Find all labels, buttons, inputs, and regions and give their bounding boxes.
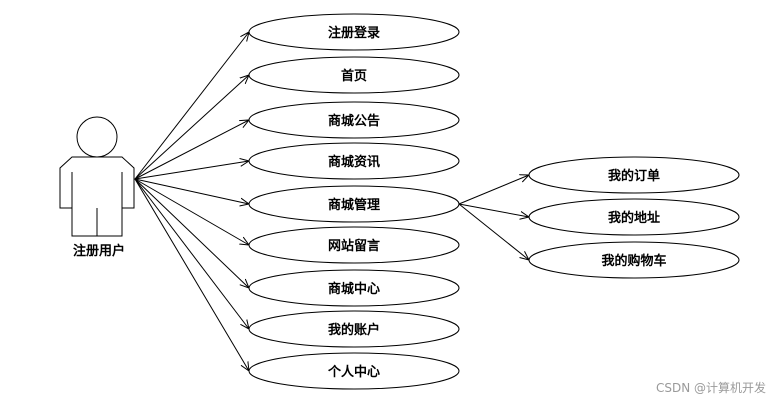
actor-label: 注册用户 <box>73 243 125 259</box>
use-case-2: 首页 <box>248 56 460 94</box>
use-case-5-label: 商城管理 <box>328 197 380 213</box>
sub-use-case-2-shape <box>528 198 740 236</box>
use-case-6-label: 网站留言 <box>328 238 380 254</box>
use-case-3: 商城公告 <box>248 101 460 139</box>
use-case-4-label: 商城资讯 <box>328 154 380 170</box>
sub-use-case-2-label: 我的地址 <box>608 210 660 226</box>
association-arrow-3 <box>134 120 249 180</box>
association-arrow-4 <box>134 161 249 180</box>
use-case-8-shape <box>248 310 460 348</box>
use-case-3-shape <box>248 101 460 139</box>
extend-arrow-3 <box>458 203 529 260</box>
use-case-6: 网站留言 <box>248 226 460 264</box>
use-case-5-shape <box>248 185 460 223</box>
use-case-4-shape <box>248 142 460 180</box>
watermark: CSDN @计算机开发 <box>656 380 766 395</box>
associations <box>134 32 529 371</box>
use-case-7-label: 商城中心 <box>328 281 380 297</box>
use-case-8-label: 我的账户 <box>328 322 380 338</box>
sub-use-case-1: 我的订单 <box>528 156 740 194</box>
sub-use-case-2: 我的地址 <box>528 198 740 236</box>
use-case-1-label: 注册登录 <box>328 25 380 41</box>
actor-head <box>76 116 118 158</box>
use-case-8: 我的账户 <box>248 310 460 348</box>
association-arrow-8 <box>134 178 249 329</box>
sub-use-case-3-label: 我的购物车 <box>601 253 666 269</box>
sub-use-case-1-label: 我的订单 <box>608 168 660 184</box>
use-case-6-shape <box>248 226 460 264</box>
use-case-7-shape <box>248 269 460 307</box>
association-arrow-7 <box>134 178 249 288</box>
use-case-1-shape <box>248 13 460 51</box>
sub-use-case-1-shape <box>528 156 740 194</box>
use-case-1: 注册登录 <box>248 13 460 51</box>
use-case-9: 个人中心 <box>248 352 460 390</box>
use-case-7: 商城中心 <box>248 269 460 307</box>
sub-use-case-3: 我的购物车 <box>528 241 740 279</box>
use-case-4: 商城资讯 <box>248 142 460 180</box>
sub-use-case-3-shape <box>528 241 740 279</box>
association-arrow-2 <box>134 75 249 180</box>
use-case-3-label: 商城公告 <box>328 113 380 129</box>
association-arrow-5 <box>134 178 249 204</box>
use-case-2-shape <box>248 56 460 94</box>
association-arrow-9 <box>134 178 249 371</box>
association-arrow-6 <box>134 178 249 245</box>
use-case-9-shape <box>248 352 460 390</box>
extend-arrow-2 <box>458 203 529 217</box>
use-case-2-label: 首页 <box>341 68 367 84</box>
use-case-5: 商城管理 <box>248 185 460 223</box>
actor-figure <box>59 116 135 237</box>
actor-body <box>59 156 135 237</box>
extend-arrow-1 <box>458 175 529 205</box>
use-case-9-label: 个人中心 <box>327 364 380 380</box>
association-arrow-1 <box>134 32 249 180</box>
